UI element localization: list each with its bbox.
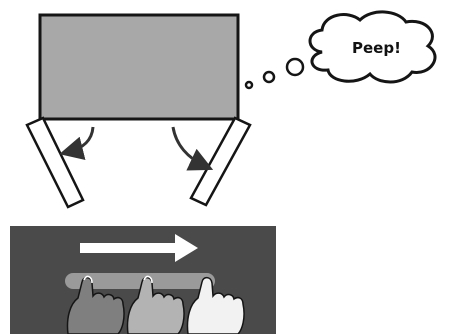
right-door-icon [191,118,250,205]
left-door-icon [27,118,83,207]
peep-label: Peep! [352,39,401,57]
curved-arrow-icon [173,127,205,166]
fridge-body-icon [40,15,238,119]
thought-bubble-dots [246,59,303,88]
curved-arrow-icon [68,127,93,152]
